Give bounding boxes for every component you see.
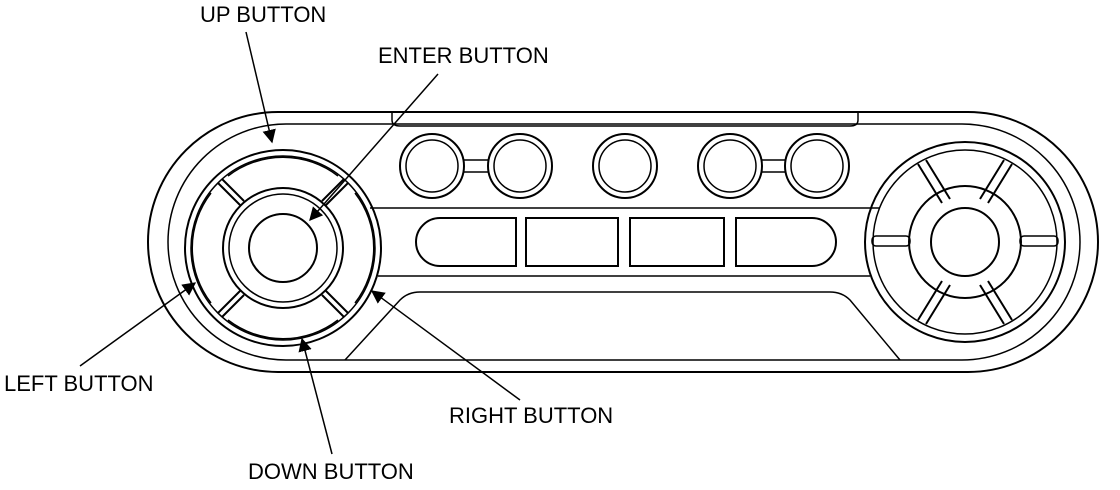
down-button[interactable] [227, 319, 339, 340]
enter-button[interactable] [248, 213, 318, 283]
left-button-label: LEFT BUTTON [4, 371, 154, 396]
left-button[interactable] [191, 192, 212, 304]
up-button[interactable] [227, 156, 339, 177]
right-button[interactable] [354, 192, 375, 304]
up-button-label: UP BUTTON [200, 2, 327, 27]
right-knob [864, 141, 1066, 343]
right-button-label: RIGHT BUTTON [449, 403, 614, 428]
directional-pad [184, 149, 382, 347]
round-button-row [399, 133, 850, 199]
enter-button-label: ENTER BUTTON [378, 43, 549, 68]
callout-lines [79, 31, 521, 455]
rect-button-row [415, 217, 837, 267]
down-button-label: DOWN BUTTON [248, 459, 414, 484]
panel-body [147, 111, 1099, 373]
